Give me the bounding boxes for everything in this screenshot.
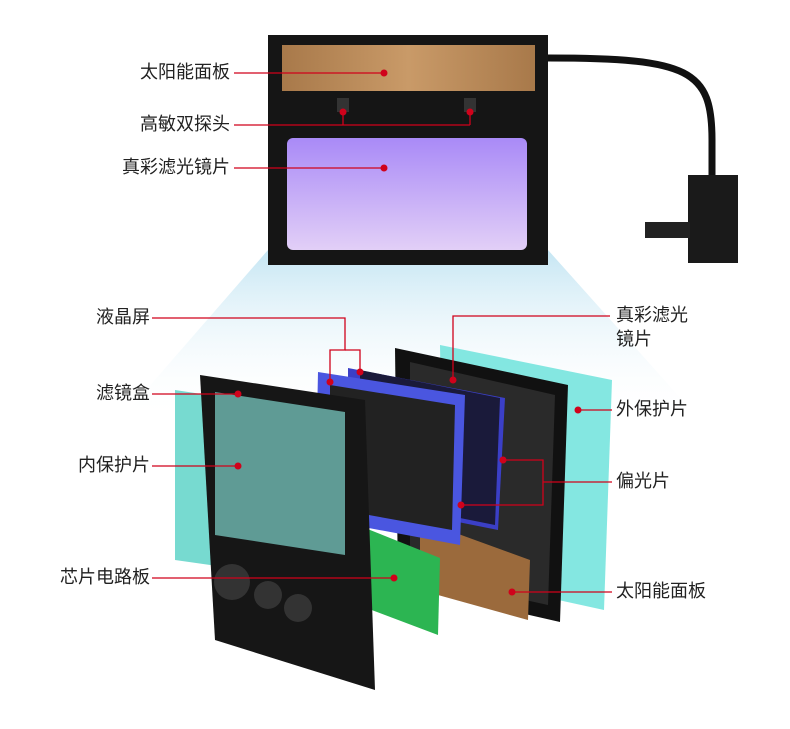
label-inner-protective: 内保护片 (78, 455, 150, 476)
label-filter-box: 滤镜盒 (96, 383, 150, 404)
filter-lens (287, 138, 527, 250)
auto-darkening-filter-unit (268, 35, 738, 265)
label-dual-sensor: 高敏双探头 (140, 114, 230, 135)
label-true-color-filter-l2: 镜片 (616, 329, 652, 350)
label-lcd: 液晶屏 (96, 307, 150, 328)
label-outer-protective: 外保护片 (616, 399, 688, 420)
label-solar-panel-bottom: 太阳能面板 (616, 581, 706, 602)
exploded-layers (175, 345, 612, 690)
label-solar-panel-top: 太阳能面板 (140, 62, 230, 83)
label-polarizer: 偏光片 (616, 471, 670, 492)
leader-lines (152, 72, 612, 593)
label-chip-board: 芯片电路板 (60, 567, 150, 588)
leader-dots (234, 69, 582, 596)
label-true-color-filter-top: 真彩滤光镜片 (122, 157, 230, 178)
solar-panel (282, 45, 535, 91)
label-true-color-filter-l1: 真彩滤光 (616, 305, 688, 326)
